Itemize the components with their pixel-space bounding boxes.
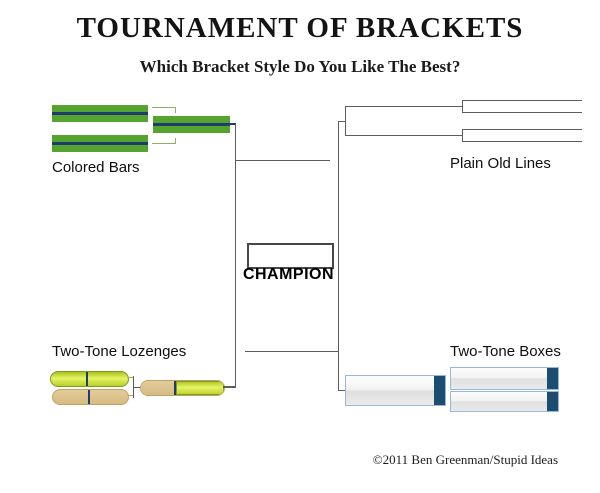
bracket-tick [127,377,134,378]
bracket-line [223,386,235,388]
bracket-line [345,135,463,136]
box-endcap [547,392,558,411]
pill-divider [88,390,90,404]
bracket-line [462,100,582,101]
bar-stripe [52,142,148,145]
colored-bar-contestant-2 [52,135,148,152]
box-endcap [547,368,558,389]
page-title: TOURNAMENT OF BRACKETS [76,12,524,44]
bracket-line [462,129,582,130]
colored-bar-winner [153,116,230,133]
pill-half-chartreuse [176,381,224,395]
box-contestant-2 [450,391,559,412]
bracket-line [462,112,582,113]
semifinal-rail-left [235,124,236,388]
bracket-line [339,390,345,391]
label-colored-bars: Colored Bars [52,159,140,176]
bracket-line [338,121,346,122]
pill-divider [174,381,176,395]
page-subtitle: Which Bracket Style Do You Like The Best… [139,57,461,76]
lozenge-contestant-1 [50,371,129,387]
bracket-tick [175,107,176,113]
bar-stripe [52,112,148,115]
lozenge-contestant-2 [52,389,129,405]
lozenge-winner [140,380,225,396]
colored-bar-contestant-1 [52,105,148,122]
box-contestant-1 [450,367,559,390]
semifinal-rail-right [338,121,339,391]
bracket-tick [128,395,134,396]
bracket-line [345,106,463,107]
bar-stripe-extension [230,123,236,125]
label-plain-old-lines: Plain Old Lines [450,155,551,172]
label-two-tone-boxes: Two-Tone Boxes [450,343,561,360]
pill-divider [86,372,88,386]
finalist-line-left [235,160,330,161]
bracket-join [133,376,134,398]
champion-box [247,243,334,269]
bracket-line [134,387,140,388]
bracket-line [462,141,582,142]
pill-half-tan [141,381,174,395]
copyright-credit: ©2011 Ben Greenman/Stupid Ideas [372,452,558,467]
bracket-line [152,107,176,108]
label-two-tone-lozenges: Two-Tone Lozenges [52,343,187,360]
finalist-line-right [245,351,338,352]
champion-label: CHAMPION [242,266,335,283]
bracket-tick [175,138,176,144]
box-winner [345,375,446,406]
box-endcap [434,376,445,405]
bar-stripe [153,123,230,126]
bracket-line [152,143,176,144]
